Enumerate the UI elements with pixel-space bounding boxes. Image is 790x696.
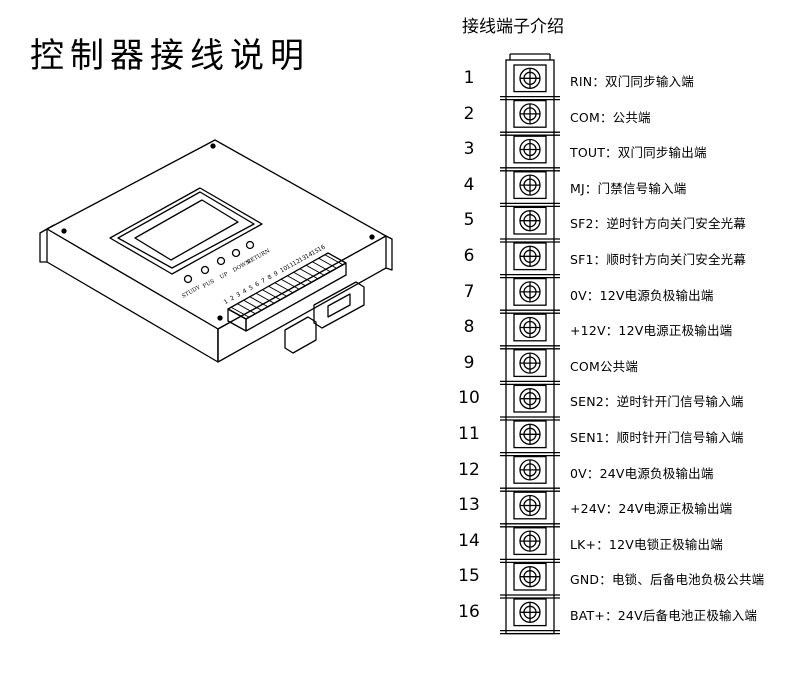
device-terminal-number: 8: [266, 273, 273, 281]
terminal-number: 15: [458, 566, 480, 587]
terminal-screw-housing: [513, 99, 547, 128]
terminal-label: +12V：12V电源正极输出端: [570, 323, 733, 339]
terminal-row: 2 COM：公共端: [0, 98, 790, 133]
terminal-number: 3: [463, 139, 475, 160]
terminal-row: 4 MJ：门禁信号输入端: [0, 169, 790, 204]
terminal-screw-housing: [513, 64, 547, 93]
terminal-label: SF1：顺时针方向关门安全光幕: [570, 252, 747, 267]
terminal-label: SEN1：顺时针开门信号输入端: [570, 430, 744, 445]
terminal-label: +24V：24V电源正极输出端: [570, 501, 733, 517]
terminal-number: 8: [463, 317, 475, 338]
device-terminal-number: 3: [235, 291, 242, 299]
section-title: 接线端子介绍: [462, 17, 564, 37]
terminal-row: 8 +12V：12V电源正极输出端: [0, 311, 790, 346]
terminal-row: 12 0V：24V电源负极输出端: [0, 454, 790, 489]
terminal-number: 6: [463, 246, 475, 266]
terminal-row: 16 BAT+：24V后备电池正极输入端: [0, 596, 790, 631]
terminal-row: 6 SF1：顺时针方向关门安全光幕: [0, 240, 790, 275]
terminal-label: COM公共端: [570, 358, 639, 374]
device-terminal-number: 4: [241, 287, 248, 295]
terminal-number: 1: [463, 68, 475, 88]
connector-small: [284, 316, 317, 354]
device-terminal-number: 6: [254, 280, 261, 288]
button-study: [183, 274, 193, 284]
terminal-screw-housing: [513, 171, 547, 200]
terminal-row: 10 SEN2：逆时针开门信号输入端: [0, 382, 790, 417]
terminal-label: 0V：12V电源负极输出端: [570, 287, 714, 303]
button-down: [231, 248, 241, 258]
terminal-number: 13: [458, 495, 480, 516]
terminal-number: 10: [458, 388, 480, 409]
display-screen: [134, 199, 239, 261]
terminal-screw-housing: [513, 384, 547, 413]
terminal-number: 16: [458, 602, 480, 622]
device-terminal-number: 14: [304, 251, 314, 261]
terminal-screw-housing: [513, 527, 547, 556]
terminal-number: 2: [463, 103, 475, 124]
terminal-row: 5 SF2：逆时针方向关门安全光幕: [0, 204, 790, 239]
terminal-label: SEN2：逆时针开门信号输入端: [570, 394, 744, 410]
terminal-label: LK+：12V电锁正极输出端: [570, 536, 723, 552]
device-terminal-number: 5: [248, 284, 255, 292]
terminal-screw-housing: [513, 420, 547, 449]
terminal-row: 11 SEN1：顺时针开门信号输入端: [0, 418, 790, 453]
device-terminal-number: 11: [285, 261, 295, 271]
terminal-row: 3 TOUT：双门同步输出端: [0, 133, 790, 168]
device-terminal-number: 9: [273, 270, 280, 278]
device-terminal-number: 2: [229, 294, 236, 302]
power-socket: [313, 281, 365, 329]
terminal-label: COM：公共端: [570, 109, 651, 125]
terminal-label: 0V：24V电源负极输出端: [570, 465, 714, 481]
terminal-number: 11: [458, 424, 480, 444]
device-terminal-number: 1: [223, 298, 230, 306]
terminal-number: 14: [458, 530, 480, 551]
device-terminal-number: 7: [260, 277, 267, 285]
terminal-row: 7 0V：12V电源负极输出端: [0, 276, 790, 311]
button-return: [245, 240, 255, 250]
terminal-number: 4: [463, 174, 475, 195]
device-terminal-number: 12: [291, 258, 301, 268]
terminal-screw-housing: [513, 277, 547, 306]
display-frame: [109, 187, 263, 275]
device-terminal-number: 15: [310, 247, 320, 257]
terminal-screw-housing: [513, 206, 547, 235]
terminal-row: 1 RIN：双门同步输入端: [0, 62, 790, 97]
button-fus: [200, 265, 210, 275]
terminal-row: 9 COM公共端: [0, 347, 790, 382]
terminal-number: 5: [463, 210, 475, 231]
terminal-screw-housing: [513, 562, 547, 591]
terminal-label: RIN：双门同步输入端: [570, 74, 694, 89]
terminal-label: SF2：逆时针方向关门安全光幕: [570, 216, 747, 232]
terminal-row: 14 LK+：12V电锁正极输出端: [0, 525, 790, 560]
terminal-screw-housing: [513, 598, 547, 627]
terminal-screw-housing: [513, 242, 547, 271]
terminal-row: 13 +24V：24V电源正极输出端: [0, 489, 790, 524]
terminal-screw-housing: [513, 313, 547, 342]
terminal-row: 15 GND：电锁、后备电池负极公共端: [0, 560, 790, 595]
terminal-label: MJ：门禁信号输入端: [570, 180, 687, 196]
label-fus: FUS: [202, 278, 216, 289]
terminal-label: GND：电锁、后备电池负极公共端: [570, 572, 765, 588]
page-title: 控制器接线说明: [30, 36, 310, 76]
label-up: UP: [219, 271, 229, 280]
terminal-number: 9: [463, 352, 475, 373]
terminal-screw-housing: [513, 349, 547, 378]
device-terminal-number: 13: [298, 254, 308, 264]
terminal-label: BAT+：24V后备电池正极输入端: [570, 608, 758, 623]
terminal-number: 7: [463, 281, 475, 302]
terminal-screw-housing: [513, 455, 547, 484]
device-terminal-number: 10: [279, 265, 289, 275]
terminal-screw-housing: [513, 135, 547, 164]
device-terminal-number: 16: [316, 244, 326, 254]
terminal-screw-housing: [513, 491, 547, 520]
button-up: [216, 256, 226, 266]
terminal-number: 12: [458, 459, 480, 480]
terminal-label: TOUT：双门同步输出端: [570, 145, 707, 161]
